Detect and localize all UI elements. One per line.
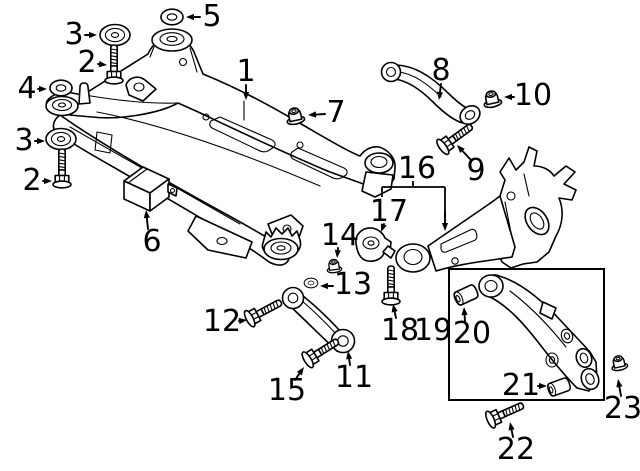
callout-arrow-18-line [393,310,397,319]
callout-4[interactable]: 4 [17,71,37,106]
callout-arrow-9-head [457,145,465,153]
callout-19[interactable]: 19 [413,313,453,348]
bolt-12-drawing [241,293,287,330]
bushing-20-drawing [451,282,481,308]
grommet-3-top-drawing [99,23,131,47]
module-bracket-drawing [123,166,178,212]
callout-7[interactable]: 7 [326,95,346,130]
callout-11[interactable]: 11 [334,360,374,395]
bolt-18-drawing [381,265,401,306]
callout-16-bracket-arrow-head [441,223,449,231]
callout-arrow-2b-head [44,177,52,185]
washer-13-drawing [303,277,319,289]
callout-arrow-8-head [436,91,444,100]
callout-arrow-11-line [348,357,351,366]
callout-10[interactable]: 10 [513,78,553,113]
callout-arrow-7-line [315,113,326,116]
callout-arrow-7-head [308,111,317,118]
callout-12[interactable]: 12 [202,304,242,339]
assembly-box-19 [448,268,605,401]
callout-arrow-11-head [346,351,353,360]
callout-arrow-21-head [539,382,547,390]
washer-4-drawing [49,79,73,97]
callout-arrow-13-head [320,282,328,290]
callout-arrow-23-line [618,385,622,397]
bolt-2-bottom-drawing [52,148,72,189]
bolt-2-top-drawing [104,44,124,85]
bushing-17-drawing [355,227,396,262]
callout-8[interactable]: 8 [431,53,451,88]
callout-22[interactable]: 22 [496,432,536,467]
nut-10-drawing [480,88,504,110]
callout-arrow-2a-head [98,61,107,68]
callout-arrows [34,13,623,438]
callout-arrow-23-head [616,379,623,388]
callout-2b[interactable]: 2 [22,163,42,198]
callout-arrow-3a-head [89,31,97,39]
callout-arrow-5-head [186,13,194,21]
callout-arrow-6-head [143,210,150,219]
callout-23[interactable]: 23 [603,391,640,426]
callout-arrow-9-line [461,149,471,160]
bushing-21-drawing [545,376,573,398]
subframe-crossmember-drawing [45,28,396,266]
callout-3a[interactable]: 3 [64,17,84,52]
callout-arrow-1-head [242,92,250,100]
callout-arrow-18-head [391,304,398,313]
callout-6[interactable]: 6 [142,224,162,259]
callout-20[interactable]: 20 [452,316,492,351]
lateral-arm-drawing [281,286,356,354]
callout-2a[interactable]: 2 [77,45,97,80]
callout-9[interactable]: 9 [466,153,486,188]
upper-control-arm-drawing [380,61,481,126]
callout-arrow-17-head [380,223,387,232]
callout-13[interactable]: 13 [333,267,373,302]
callout-5[interactable]: 5 [202,0,222,34]
callout-arrow-22-head [508,422,515,431]
callout-16[interactable]: 16 [397,151,437,186]
callout-arrow-10-head [504,93,512,101]
callout-18[interactable]: 18 [380,313,420,348]
callout-arrow-3b-head [37,137,45,145]
callout-3b[interactable]: 3 [14,123,34,158]
callout-21[interactable]: 21 [501,368,541,403]
callout-arrow-22-line [510,428,514,438]
lower-control-arm-drawing [478,274,600,392]
nut-23-drawing [609,353,629,373]
callout-arrow-14-head [334,249,341,258]
callout-arrow-15-line [294,372,301,381]
callout-15[interactable]: 15 [267,373,307,408]
callout-arrow-15-head [296,367,304,376]
callout-arrow-6-line [145,217,149,230]
callout-arrow-4-head [39,85,47,93]
callout-17[interactable]: 17 [369,194,409,229]
grommet-3-bottom-drawing [45,127,77,151]
callout-arrow-8-line [439,83,442,94]
callout-16-bracket [381,181,449,231]
callout-1[interactable]: 1 [236,54,256,89]
callout-arrow-20-head [461,307,468,316]
callout-14[interactable]: 14 [320,218,360,253]
callout-arrow-12-head [238,317,247,325]
washer-5-drawing [160,8,184,26]
trailing-arm-knuckle-drawing [395,146,577,273]
bolt-9-drawing [433,117,478,157]
